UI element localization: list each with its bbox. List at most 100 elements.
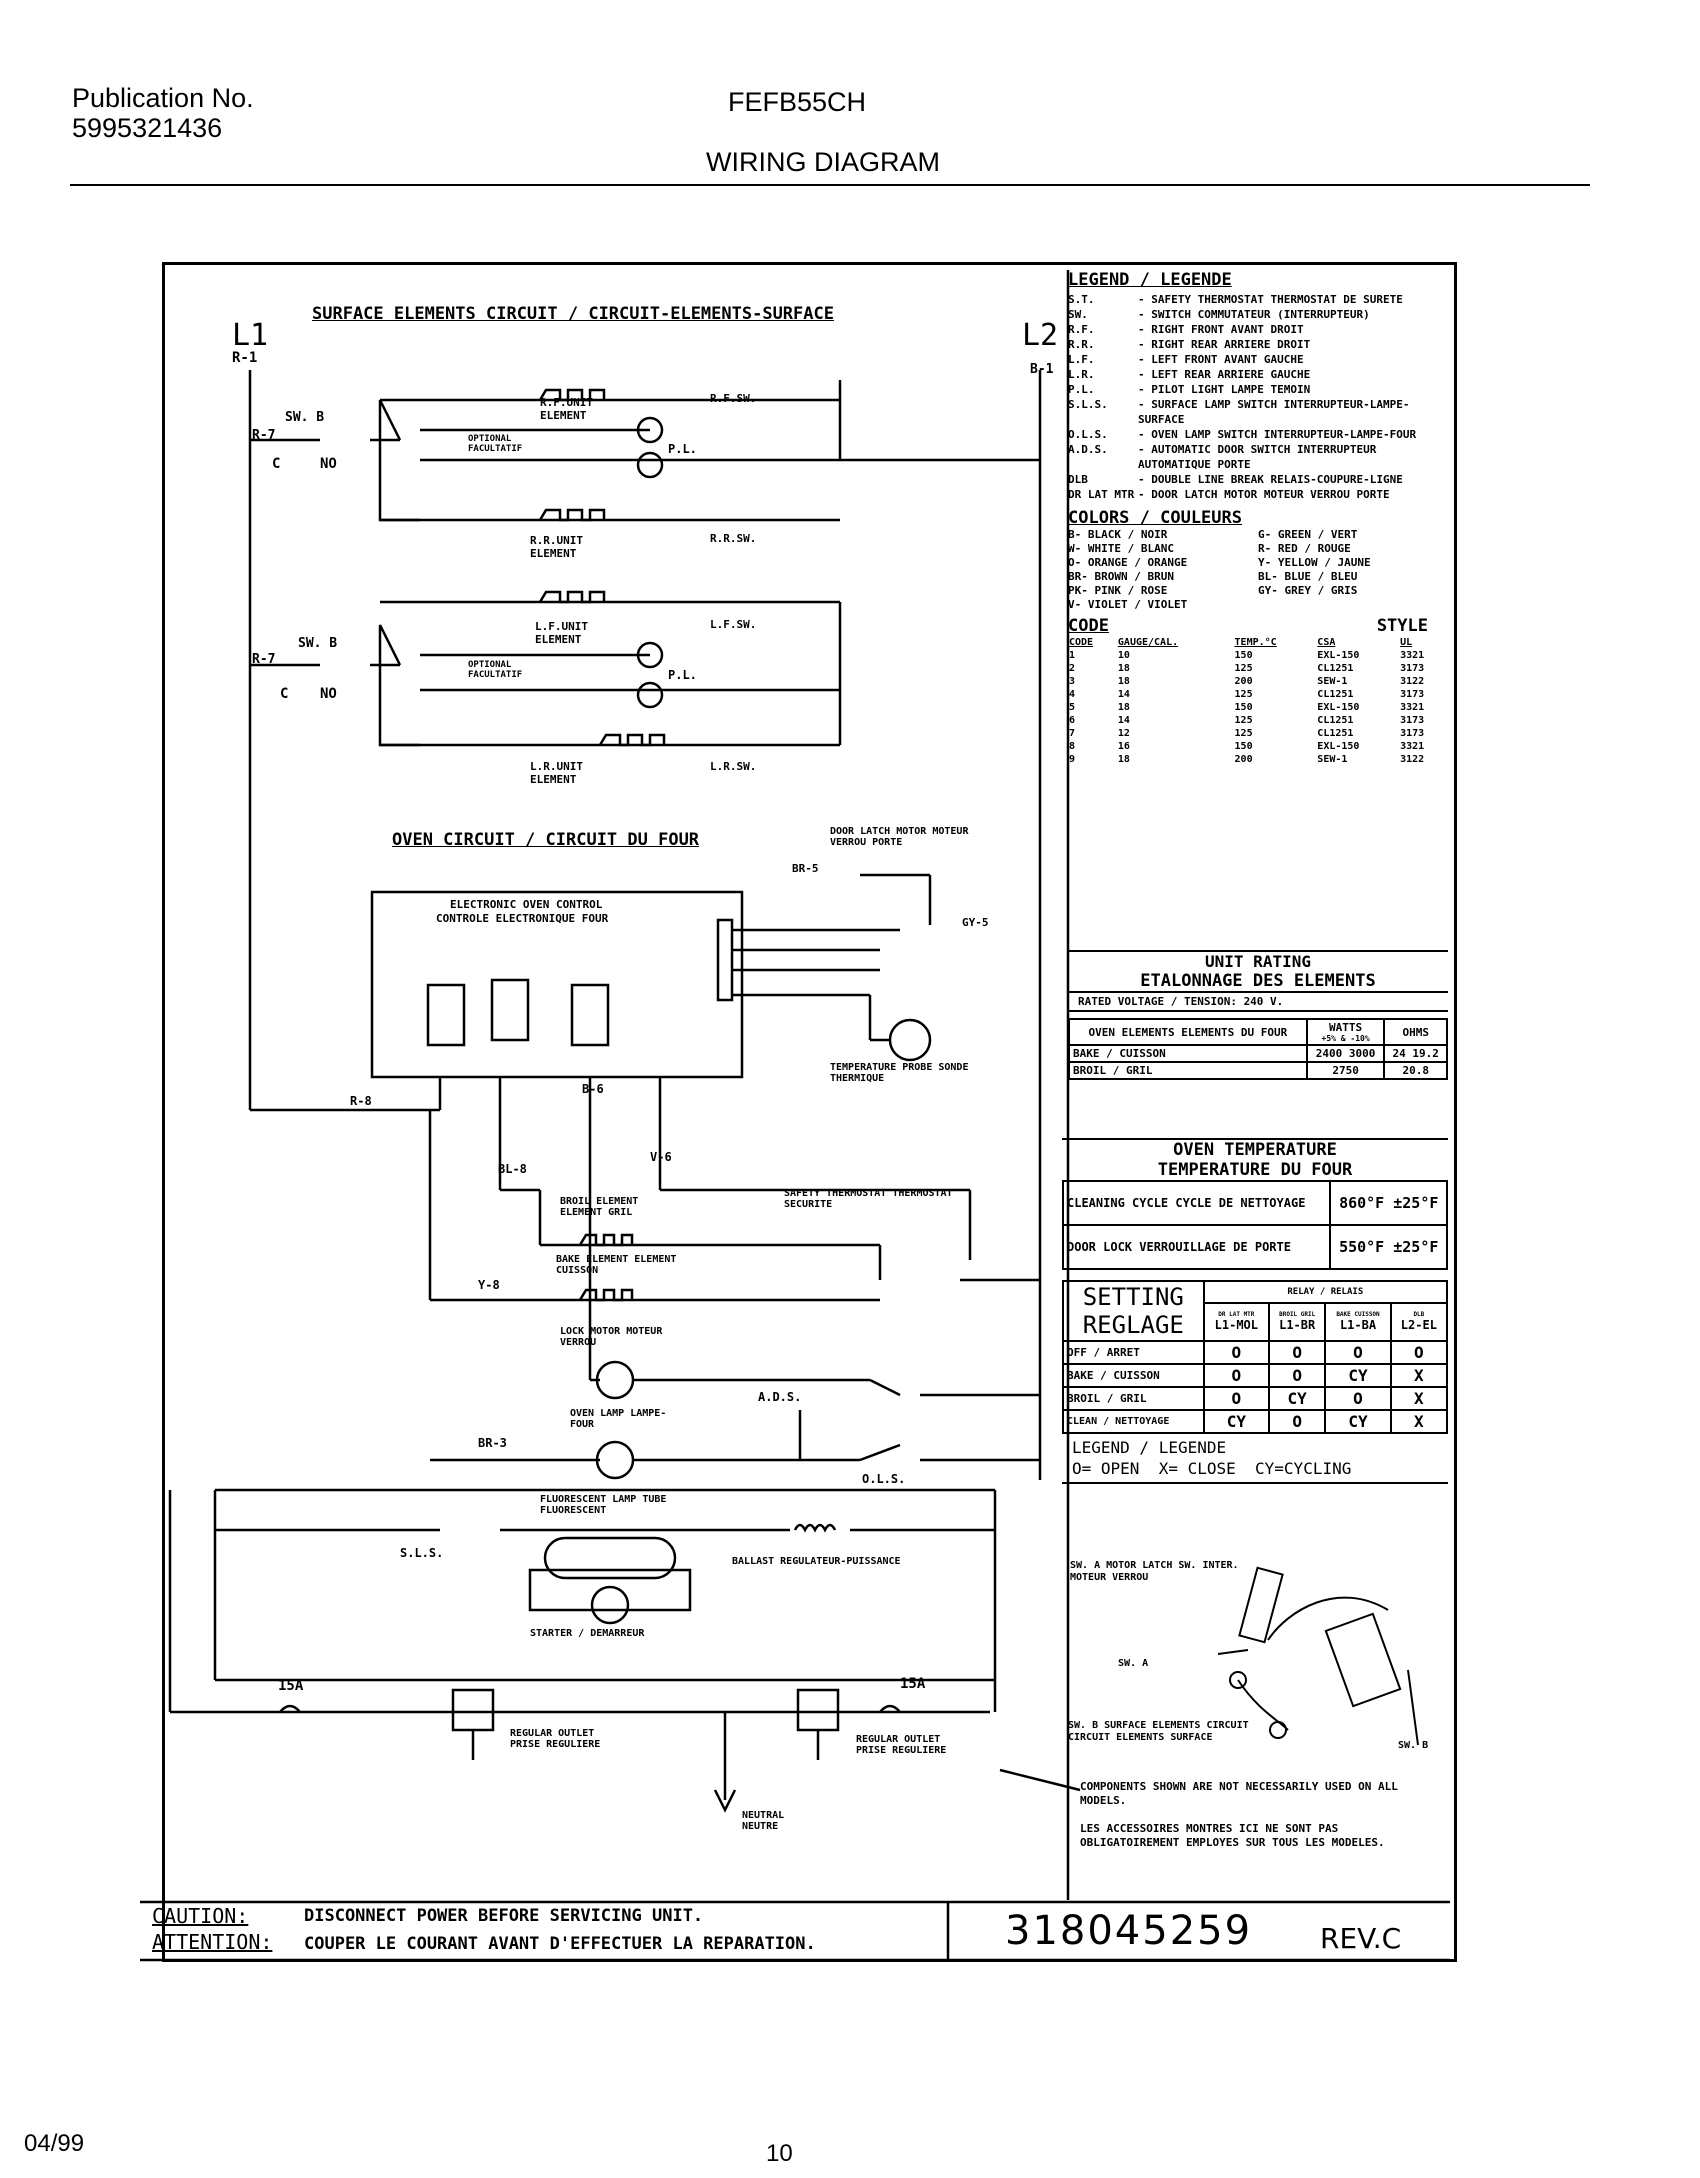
relay-cell: O <box>1324 1386 1392 1411</box>
surface-circuit-title: SURFACE ELEMENTS CIRCUIT / CIRCUIT-ELEME… <box>312 304 834 324</box>
relay-col-code: L1-BR <box>1279 1318 1316 1333</box>
sw-b-desc: SW. B SURFACE ELEMENTS CIRCUIT CIRCUIT E… <box>1068 1720 1249 1743</box>
relay-cell: O <box>1324 1340 1392 1365</box>
setting-label: SETTING <box>1082 1283 1184 1311</box>
code-cell: 10 <box>1117 650 1130 661</box>
relay-col-name: BAKE CUISSON <box>1336 1311 1380 1319</box>
code-cell: 125 <box>1234 689 1253 700</box>
color-code: BR- BROWN / BRUN <box>1068 570 1174 583</box>
color-code: PK- PINK / ROSE <box>1068 584 1168 597</box>
legend-item: L.R.- LEFT REAR ARRIERE GAUCHE <box>1068 367 1448 382</box>
label-r7a: R-7 <box>252 428 276 443</box>
oven-temp-row-value: 550°F ±25°F <box>1329 1224 1448 1270</box>
code-cell: 18 <box>1117 754 1130 765</box>
relay-cell: X <box>1389 1409 1449 1434</box>
part-number: 318045259 <box>1005 1908 1253 1954</box>
unit-rating-panel: UNIT RATING ETALONNAGE DES ELEMENTS RATE… <box>1068 950 1448 1080</box>
color-code: GY- GREY / GRIS <box>1258 584 1358 597</box>
relay-legend-title: LEGEND / LEGENDE <box>1072 1438 1227 1457</box>
unit-rating-title-2: ETALONNAGE DES ELEMENTS <box>1140 971 1376 991</box>
label-outlet-1: REGULAR OUTLET PRISE REGULIERE <box>510 1728 601 1750</box>
sw-b-short: SW. B <box>1398 1740 1429 1751</box>
legend-key: P.L. <box>1068 383 1095 396</box>
code-cell: 8 <box>1069 741 1076 752</box>
notes-panel: COMPONENTS SHOWN ARE NOT NECESSARILY USE… <box>1080 1780 1440 1850</box>
code-cell: 18 <box>1117 702 1130 713</box>
relay-cell: O <box>1268 1409 1327 1434</box>
legend-list: S.T.- SAFETY THERMOSTAT THERMOSTAT DE SU… <box>1068 292 1448 502</box>
unit-rating-title-1: UNIT RATING <box>1205 952 1311 971</box>
relay-cell: O <box>1202 1363 1271 1388</box>
oven-temperature-table: CLEANING CYCLE CYCLE DE NETTOYAGE 860°F … <box>1061 1180 1448 1270</box>
relay-cell: O <box>1202 1386 1271 1411</box>
rating-row-ohms: 20.8 <box>1383 1061 1448 1080</box>
label-rr-sw: R.R.SW. <box>710 532 757 545</box>
unit-rating-table: OVEN ELEMENTS ELEMENTS DU FOUR WATTS+5% … <box>1068 1018 1448 1080</box>
legend-key: SW. <box>1068 308 1088 321</box>
label-optional-1: OPTIONAL FACULTATIF <box>468 434 523 454</box>
code-cell: 3321 <box>1400 741 1425 752</box>
code-cell: 4 <box>1069 689 1076 700</box>
code-header: CODE <box>1069 637 1094 648</box>
relay-cell: O <box>1202 1340 1271 1365</box>
sw-a-short: SW. A <box>1118 1658 1149 1669</box>
label-br5: BR-5 <box>792 862 819 875</box>
relay-row-name: BROIL / GRIL <box>1062 1386 1205 1411</box>
code-cell: EXL-150 <box>1317 741 1360 752</box>
code-cell: 150 <box>1234 650 1253 661</box>
code-cell: CL1251 <box>1317 715 1354 726</box>
relay-cell: CY <box>1268 1386 1327 1411</box>
code-cell: 150 <box>1234 702 1253 713</box>
color-code: B- BLACK / NOIR <box>1068 528 1168 541</box>
code-cell: 12 <box>1117 728 1130 739</box>
code-cell: 200 <box>1234 754 1253 765</box>
label-r8: R-8 <box>350 1094 372 1108</box>
relay-row-name: OFF / ARRET <box>1062 1340 1205 1365</box>
code-cell: 3321 <box>1400 702 1425 713</box>
code-title: CODE <box>1068 616 1109 636</box>
relay-row-name: CLEAN / NETTOYAGE <box>1062 1409 1205 1434</box>
footer-date: 04/99 <box>24 2130 85 2157</box>
legend-key: L.R. <box>1068 368 1095 381</box>
rating-row-name: BAKE / CUISSON <box>1068 1044 1308 1063</box>
label-neutral: NEUTRAL NEUTRE <box>742 1810 785 1832</box>
code-cell: 7 <box>1069 728 1076 739</box>
label-gy5: GY-5 <box>962 916 989 929</box>
label-bl8: BL-8 <box>498 1162 527 1176</box>
code-style-header: CODE STYLE <box>1068 616 1448 636</box>
label-safety-thermostat: SAFETY THERMOSTAT THERMOSTAT SECURITE <box>784 1188 953 1210</box>
relay-row-name: BAKE / CUISSON <box>1062 1363 1205 1388</box>
relay-cell: O <box>1268 1363 1327 1388</box>
l1-label: L1 <box>232 318 269 353</box>
color-code: V- VIOLET / VIOLET <box>1068 598 1188 611</box>
code-cell: SEW-1 <box>1317 754 1348 765</box>
relay-cell: X <box>1389 1363 1449 1388</box>
label-y8: Y-8 <box>478 1278 500 1292</box>
relay-col-code: L1-BA <box>1339 1318 1377 1333</box>
page-title: WIRING DIAGRAM <box>706 147 940 177</box>
code-cell: 14 <box>1117 715 1130 726</box>
relay-cell: CY <box>1202 1409 1271 1434</box>
label-no2: NO <box>320 686 337 702</box>
label-sw-b-1: SW. B <box>285 410 325 425</box>
oven-temp-row-value: 860°F ±25°F <box>1329 1180 1448 1226</box>
code-cell: CL1251 <box>1317 728 1354 739</box>
legend-item: R.R.- RIGHT REAR ARRIERE DROIT <box>1068 337 1448 352</box>
rating-row-name: BROIL / GRIL <box>1068 1061 1308 1080</box>
code-cell: 3122 <box>1400 754 1425 765</box>
legend-panel: LEGEND / LEGENDE S.T.- SAFETY THERMOSTAT… <box>1068 270 1448 766</box>
label-ads: A.D.S. <box>758 1390 802 1404</box>
color-code: W- WHITE / BLANC <box>1068 542 1174 555</box>
color-code: Y- YELLOW / JAUNE <box>1258 556 1371 569</box>
relay-cell: CY <box>1324 1363 1392 1388</box>
legend-item: L.F.- LEFT FRONT AVANT GAUCHE <box>1068 352 1448 367</box>
label-br3: BR-3 <box>478 1436 507 1450</box>
note-en: COMPONENTS SHOWN ARE NOT NECESSARILY USE… <box>1080 1780 1398 1807</box>
